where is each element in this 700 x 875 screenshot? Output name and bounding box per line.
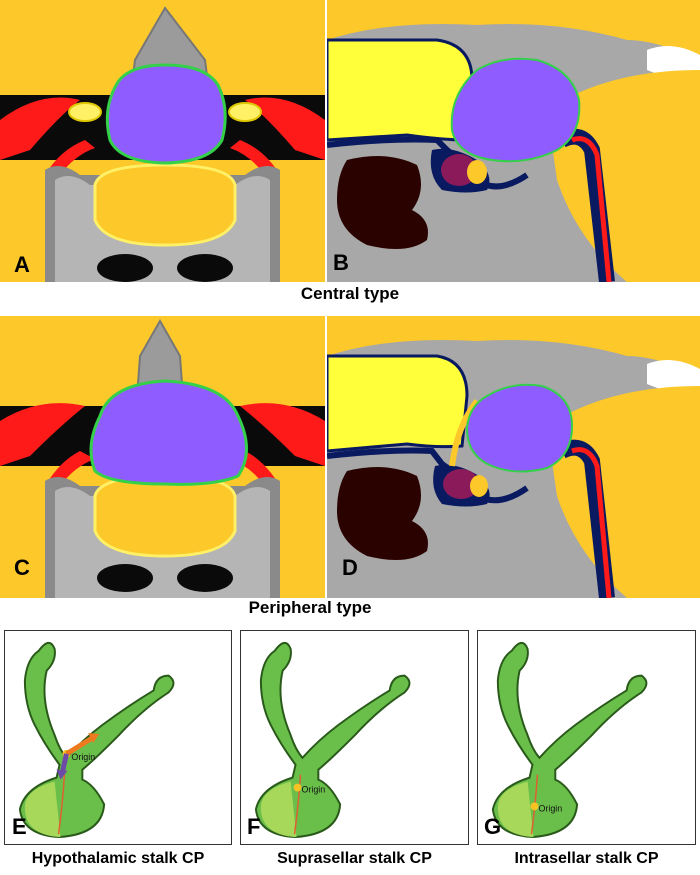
caption-peripheral-type: Peripheral type <box>248 598 372 617</box>
origin-label-g: Origin <box>538 803 562 813</box>
panel-b-sagittal-central <box>327 0 700 282</box>
panel-label-g: G <box>484 814 502 839</box>
sagittal-peripheral-illustration <box>327 316 700 598</box>
sagittal-central-illustration <box>327 0 700 282</box>
stalk-illustration-g: Origin <box>491 641 648 839</box>
origin-label-e: Origin <box>71 752 95 762</box>
caption-suprasellar-stalk-cp: Suprasellar stalk CP <box>277 850 432 867</box>
panel-f-suprasellar: Origin <box>240 630 469 845</box>
panel-label-b: B <box>333 250 349 275</box>
coronal-central-illustration <box>0 0 325 282</box>
coronal-peripheral-illustration <box>0 316 325 598</box>
panel-label-a: A <box>14 252 30 277</box>
caption-central-type: Central type <box>300 284 400 303</box>
stalk-illustration-e: Origin <box>18 641 175 839</box>
panel-label-e: E <box>12 814 27 839</box>
caption-intrasellar-stalk-cp: Intrasellar stalk CP <box>514 850 659 867</box>
panel-label-f: F <box>247 814 261 839</box>
stalk-illustration-f: Origin <box>254 641 411 839</box>
panel-g-intrasellar: Origin <box>477 630 696 845</box>
panel-d-sagittal-peripheral <box>327 316 700 598</box>
origin-label-f: Origin <box>301 784 325 794</box>
panel-c-coronal-peripheral <box>0 316 325 598</box>
panel-label-c: C <box>14 555 30 580</box>
caption-hypothalamic-stalk-cp: Hypothalamic stalk CP <box>31 850 205 867</box>
panel-e-hypothalamic: Origin <box>4 630 232 845</box>
panel-label-d: D <box>342 555 358 580</box>
panel-a-coronal-central <box>0 0 325 282</box>
